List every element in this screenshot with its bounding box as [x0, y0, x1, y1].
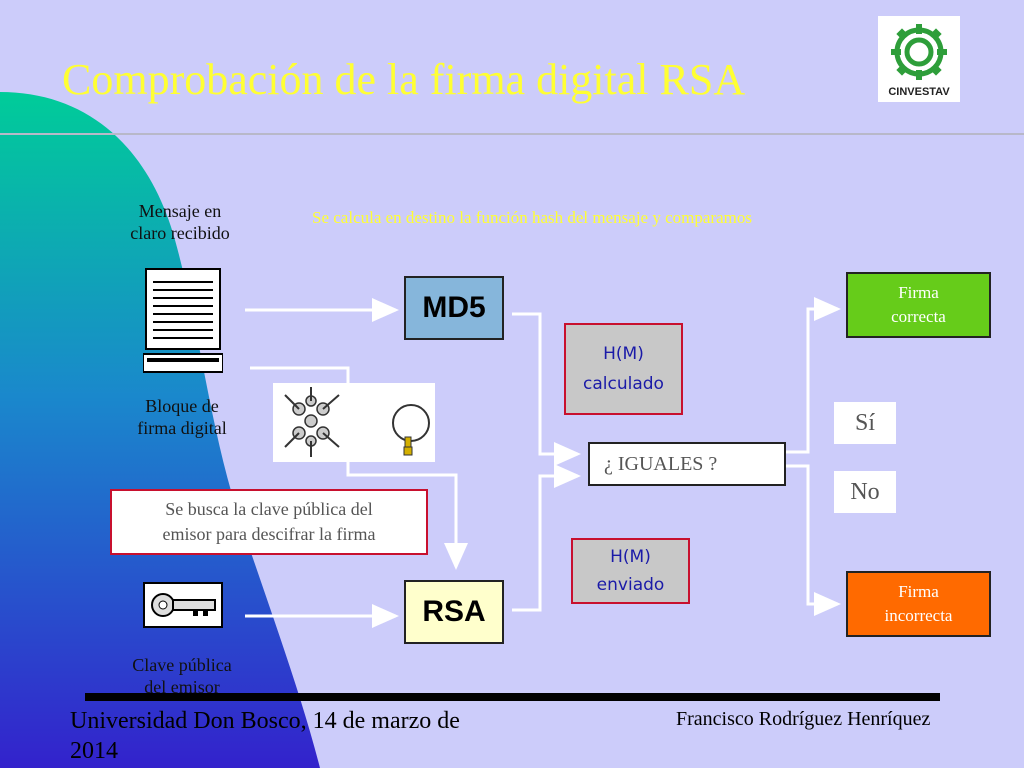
bloque-caption: Bloque de firma digital	[112, 395, 252, 439]
rsa-box: RSA	[404, 580, 504, 644]
slide-title: Comprobación de la firma digital RSA	[62, 55, 746, 104]
hm-calculado-line2: calculado	[583, 374, 664, 394]
footer-author: Francisco Rodríguez Henríquez	[676, 708, 931, 730]
hm-calculado-line1: H(M)	[603, 344, 644, 364]
mensaje-caption: Mensaje en claro recibido	[110, 200, 250, 244]
footer-bar	[85, 693, 940, 701]
hash-note: Se calcula en destino la función hash de…	[312, 208, 752, 227]
clave-caption-line2: del emisor	[144, 677, 220, 697]
footer-institution: Universidad Don Bosco, 14 de marzo de 20…	[70, 708, 460, 764]
firma-incorrecta-line1: Firma	[898, 582, 939, 601]
mensaje-caption-line2: claro recibido	[130, 223, 230, 243]
clave-caption-line1: Clave pública	[132, 655, 232, 675]
no-label: No	[834, 471, 896, 513]
document-icon	[143, 268, 223, 373]
hm-calculado-box: H(M) calculado	[564, 323, 683, 415]
iguales-box: ¿ IGUALES ?	[588, 442, 786, 486]
cinvestav-logo: CINVESTAV	[878, 16, 960, 102]
firma-correcta-box: Firma correcta	[846, 272, 991, 338]
bloque-caption-line2: firma digital	[137, 418, 227, 438]
firma-correcta-line1: Firma	[898, 283, 939, 302]
busca-clave-note: Se busca la clave pública del emisor par…	[110, 489, 428, 555]
bloque-caption-line1: Bloque de	[145, 396, 219, 416]
firma-correcta-line2: correcta	[891, 307, 946, 326]
hm-enviado-line2: enviado	[596, 575, 665, 595]
busca-clave-line1: Se busca la clave pública del	[165, 499, 373, 519]
hm-enviado-box: H(M) enviado	[571, 538, 690, 604]
mensaje-caption-line1: Mensaje en	[138, 201, 222, 221]
md5-box: MD5	[404, 276, 504, 340]
keyring-icon	[284, 387, 430, 457]
busca-clave-line2: emisor para descifrar la firma	[162, 524, 376, 544]
hm-enviado-line1: H(M)	[610, 547, 651, 567]
signature-block-image	[273, 383, 435, 462]
title-divider	[0, 133, 1024, 135]
cinvestav-emblem-icon	[891, 24, 947, 80]
firma-incorrecta-line2: incorrecta	[884, 606, 953, 625]
key-icon	[143, 582, 223, 628]
si-label: Sí	[834, 402, 896, 444]
clave-caption: Clave pública del emisor	[110, 654, 254, 698]
logo-text: CINVESTAV	[888, 86, 950, 98]
firma-incorrecta-box: Firma incorrecta	[846, 571, 991, 637]
